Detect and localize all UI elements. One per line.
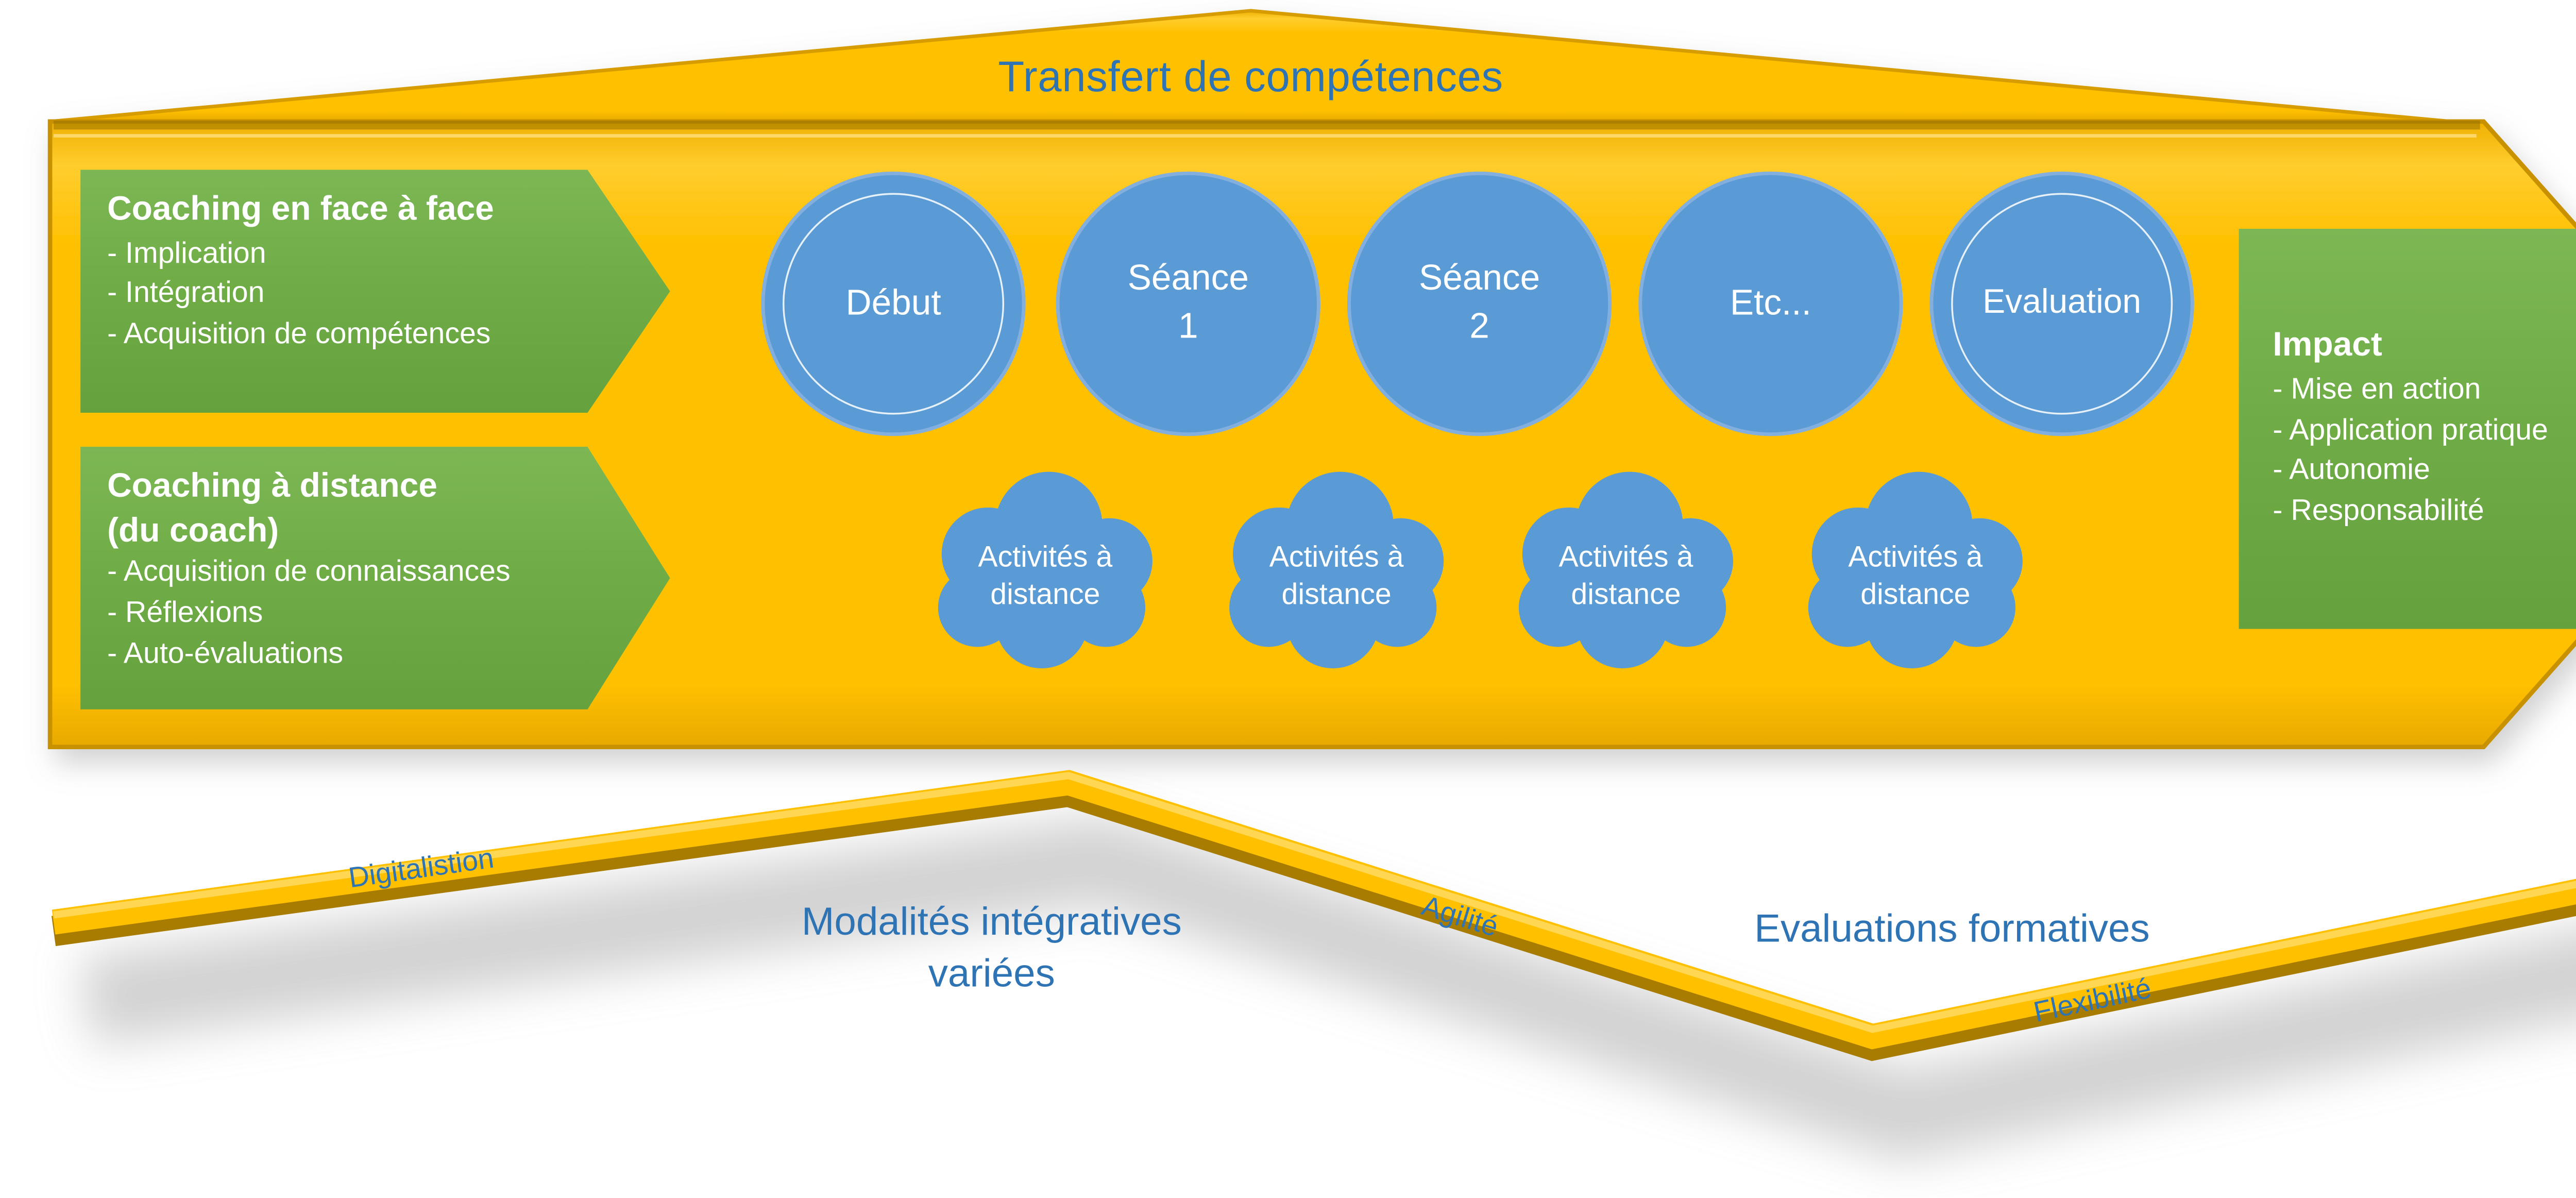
coaching-distance-title: Coaching à distance xyxy=(107,468,437,506)
step-label: Evaluation xyxy=(1982,284,2142,322)
cloud-shape xyxy=(1518,471,1734,669)
inner-ring xyxy=(1951,193,2173,415)
remote-activities-cloud: Activités à distance xyxy=(1211,468,1462,683)
step-circle-debut: Début xyxy=(761,171,1026,436)
step-sublabel: 2 xyxy=(1469,307,1489,347)
cloud-label-line1: Activités à xyxy=(1558,542,1693,575)
list-item: - Auto-évaluations xyxy=(107,638,344,670)
label-evaluations-formatives: Evaluations formatives xyxy=(1754,906,2150,951)
cloud-label-line2: distance xyxy=(1281,579,1392,612)
list-item: - Acquisition de connaissances xyxy=(107,556,511,589)
cloud-label-line2: distance xyxy=(990,579,1100,612)
cloud-shape xyxy=(938,471,1153,669)
cloud-label-line1: Activités à xyxy=(978,542,1113,575)
list-item: - Mise en action xyxy=(2273,373,2481,406)
step-sublabel: 1 xyxy=(1178,307,1198,347)
cloud-shape xyxy=(1808,471,2023,669)
coaching-face-title: Coaching en face à face xyxy=(107,191,494,229)
coaching-face-box: Coaching en face à face - Implication - … xyxy=(80,170,670,413)
inner-ring xyxy=(783,193,1005,415)
coaching-distance-box: Coaching à distance (du coach) - Acquisi… xyxy=(80,447,670,710)
banner-title: Transfert de compétences xyxy=(998,54,1503,102)
list-item: - Application pratique xyxy=(2273,414,2548,446)
list-item: - Autonomie xyxy=(2273,454,2430,487)
cloud-label-line2: distance xyxy=(1860,579,1971,612)
cloud-shape xyxy=(1229,471,1444,669)
cloud-label-line1: Activités à xyxy=(1269,542,1404,575)
list-item: - Implication xyxy=(107,237,266,269)
step-label: Début xyxy=(845,283,941,323)
list-item: - Intégration xyxy=(107,278,265,310)
step-circle-seance-2: Séance 2 xyxy=(1347,171,1612,436)
label-modalites-integratives: Modalités intégratives variées xyxy=(801,899,1182,995)
list-item: - Responsabilité xyxy=(2273,495,2484,528)
cloud-label-line1: Activités à xyxy=(1848,542,1983,575)
list-item: - Acquisition de compétences xyxy=(107,318,491,351)
impact-box: Impact - Mise en action - Application pr… xyxy=(2239,228,2576,629)
impact-title: Impact xyxy=(2273,327,2382,365)
remote-activities-cloud: Activités à distance xyxy=(1501,468,1751,683)
list-item: - Réflexions xyxy=(107,597,263,630)
step-circle-seance-1: Séance 1 xyxy=(1056,171,1320,436)
zigzag-shadow xyxy=(79,816,2576,1161)
cloud-label-line2: distance xyxy=(1571,579,1681,612)
remote-activities-cloud: Activités à distance xyxy=(1790,468,2041,683)
step-label: Etc... xyxy=(1730,283,1811,323)
step-label: Séance xyxy=(1127,259,1249,299)
step-circle-evaluation: Evaluation xyxy=(1929,171,2194,436)
step-label: Séance xyxy=(1418,259,1540,299)
bottom-zigzag-arrow xyxy=(52,770,2576,1061)
step-circle-etc: Etc... xyxy=(1638,171,1903,436)
coaching-distance-subtitle: (du coach) xyxy=(107,512,279,550)
remote-activities-cloud: Activités à distance xyxy=(920,468,1171,683)
